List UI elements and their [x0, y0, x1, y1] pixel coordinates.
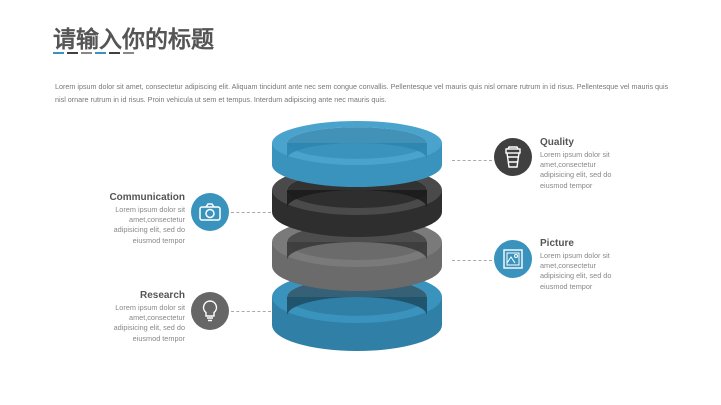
item-research: Research Lorem ipsum dolor sit amet,cons… — [95, 290, 185, 344]
item-text: Lorem ipsum dolor sit amet,consectetur a… — [113, 205, 185, 245]
intro-text: Lorem ipsum dolor sit amet, consectetur … — [55, 82, 669, 104]
item-title: Picture — [540, 238, 574, 249]
camera-icon — [191, 193, 229, 231]
connector-line — [452, 260, 492, 261]
item-picture: Picture Lorem ipsum dolor sit amet,conse… — [540, 238, 630, 292]
cup-icon — [494, 138, 532, 176]
item-communication: Communication Lorem ipsum dolor sit amet… — [95, 192, 185, 246]
picture-icon — [494, 240, 532, 278]
ring-blue-top — [272, 121, 442, 187]
item-title: Communication — [109, 192, 185, 203]
connector-line — [231, 212, 271, 213]
item-title: Quality — [540, 137, 574, 148]
page-title: 请输入你的标题 — [53, 27, 214, 53]
item-title: Research — [139, 290, 185, 301]
item-quality: Quality Lorem ipsum dolor sit amet,conse… — [540, 137, 630, 191]
item-text: Lorem ipsum dolor sit amet,consectetur a… — [540, 150, 612, 190]
item-text: Lorem ipsum dolor sit amet,consectetur a… — [540, 251, 612, 291]
connector-line — [231, 311, 271, 312]
item-text: Lorem ipsum dolor sit amet,consectetur a… — [113, 303, 185, 343]
connector-line — [452, 160, 492, 161]
title-underline — [53, 52, 134, 54]
lightbulb-icon — [191, 292, 229, 330]
